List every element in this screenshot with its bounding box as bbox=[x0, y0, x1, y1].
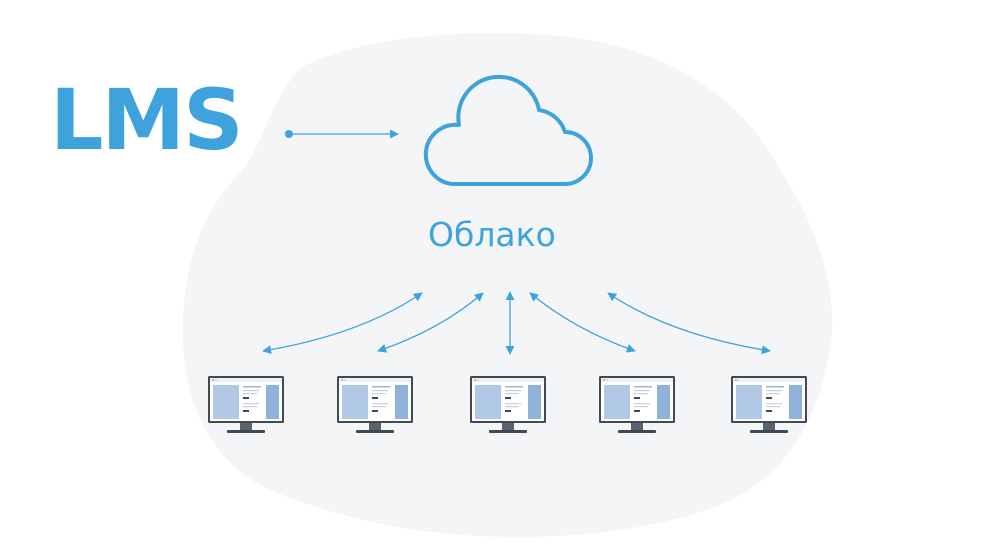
cloud-label: Облако bbox=[428, 215, 556, 254]
monitor-icon bbox=[337, 376, 413, 433]
cloud-icon bbox=[423, 74, 593, 186]
monitor-icon bbox=[599, 376, 675, 433]
monitor-icon bbox=[208, 376, 284, 433]
terminals-group bbox=[208, 376, 807, 433]
background-blob bbox=[182, 33, 833, 537]
monitor-icon bbox=[470, 376, 546, 433]
connection-arrow-5 bbox=[607, 292, 771, 355]
connection-arrow-2 bbox=[377, 292, 484, 353]
lms-title: LMS bbox=[50, 71, 244, 169]
lms-arrow bbox=[285, 129, 399, 139]
monitor-icon bbox=[731, 376, 807, 433]
